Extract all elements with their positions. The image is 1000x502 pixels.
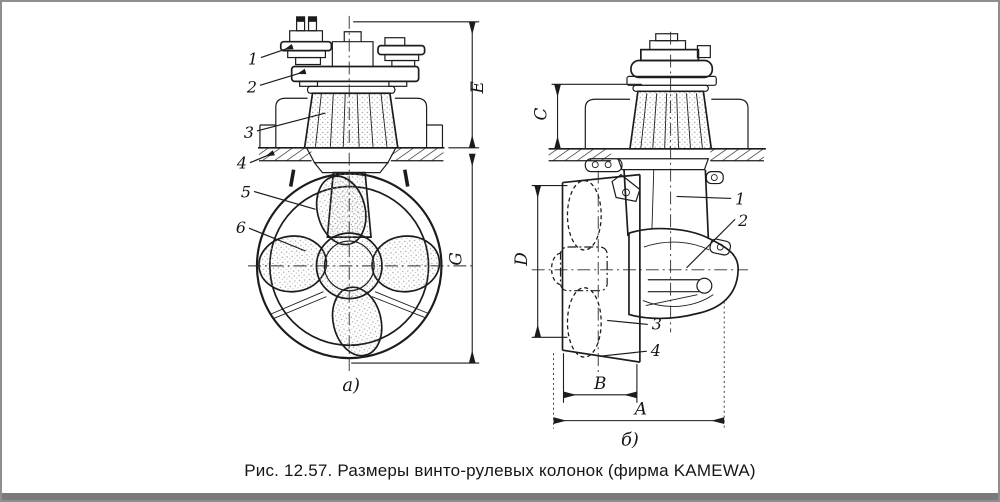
upper-gear-assembly-a (279, 16, 426, 87)
part-label-a-3: 3 (244, 123, 254, 142)
part-label-b-1: 1 (735, 189, 745, 208)
part-label-a-4: 4 (236, 154, 247, 173)
dim-label-D: D (511, 252, 531, 267)
pod-body-b (584, 158, 724, 239)
sublabel-b: б) (621, 429, 639, 450)
dimension-g: G (351, 153, 480, 364)
dim-label-E: E (467, 80, 487, 94)
bottom-gray-strip (2, 493, 998, 500)
part-label-b-3: 3 (652, 314, 662, 333)
propeller-a (258, 171, 441, 357)
propeller-plane-b (561, 173, 641, 363)
hull-plate-a (257, 146, 445, 174)
part-label-a-5: 5 (241, 182, 251, 201)
dimension-a: A (553, 301, 725, 429)
sublabel-a: а) (342, 375, 360, 396)
dim-label-G: G (445, 252, 465, 265)
dimension-b: B (562, 353, 638, 403)
dimension-d: D (511, 184, 568, 338)
part-label-a-1: 1 (248, 49, 258, 68)
figure-a-front-view: E G 1 2 3 4 5 6 а) (236, 15, 487, 396)
part-label-a-6: 6 (236, 218, 246, 237)
dimension-e: E (353, 21, 487, 149)
part-labels-a: 1 2 3 4 5 6 (236, 44, 326, 252)
mounting-cone-a (303, 85, 399, 149)
hull-outline-b (584, 98, 749, 149)
dim-label-B: B (593, 373, 606, 393)
dimension-c: C (531, 83, 642, 149)
part-label-a-2: 2 (246, 77, 257, 96)
part-labels-b: 1 2 3 4 (600, 189, 748, 360)
part-label-b-2: 2 (737, 211, 748, 230)
hull-plate-b (548, 147, 766, 162)
propeller-dashed-b (550, 179, 608, 358)
figure-caption: Рис. 12.57. Размеры винто-рулевых колоно… (244, 461, 756, 480)
dim-label-C: C (531, 108, 551, 121)
hull-outline-a (259, 97, 444, 148)
nozzle-side-b (628, 227, 739, 320)
dim-label-A: A (633, 399, 647, 419)
part-label-b-4: 4 (650, 341, 661, 360)
figure-b-side-view: C D B A 1 (511, 31, 766, 450)
upper-gear-assembly-b (626, 33, 717, 86)
